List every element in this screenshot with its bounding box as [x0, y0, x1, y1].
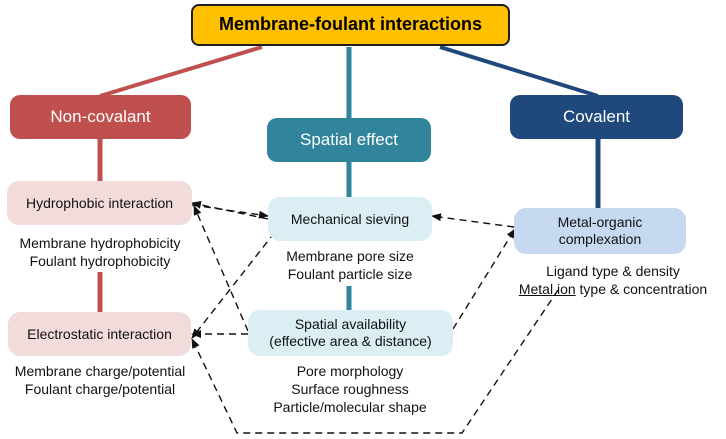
- factor-text: Membrane pore size: [286, 248, 414, 264]
- category-covalent: Covalent: [510, 95, 683, 139]
- metal-organic-complexation-box: Metal-organic complexation: [514, 208, 686, 254]
- arrow-metal-organic-to-mechanical: [431, 213, 515, 228]
- arrow-mechanical-to-electrostatic: [191, 222, 283, 339]
- factor-text-line2: Metal ion type & concentration: [500, 280, 726, 298]
- factor-text: Foulant hydrophobicity: [29, 253, 171, 269]
- factor-text: Foulant charge/potential: [24, 381, 176, 397]
- factor-text: Foulant particle size: [287, 266, 413, 282]
- metal-organic-line2: complexation: [558, 231, 642, 247]
- diagram-title: Membrane-foulant interactions: [191, 4, 510, 46]
- factor-text: Membrane hydrophobicity: [19, 235, 181, 251]
- mechanical-sieving-factors: Membrane pore size Foulant particle size: [262, 247, 438, 283]
- hydrophobic-factors: Membrane hydrophobicity Foulant hydropho…: [0, 234, 200, 270]
- electrostatic-interaction-box: Electrostatic interaction: [8, 312, 191, 356]
- electrostatic-factors: Membrane charge/potential Foulant charge…: [0, 362, 200, 398]
- category-spatial-effect: Spatial effect: [267, 118, 431, 162]
- hydrophobic-interaction-box: Hydrophobic interaction: [7, 181, 192, 225]
- arrow-hydrophobic-to-mechanical: [191, 204, 269, 219]
- factor-text: Particle/molecular shape: [273, 399, 427, 415]
- spatial-availability-line2: (effective area & distance): [269, 333, 432, 349]
- arrow-spatial-to-metal-organic: [452, 228, 516, 330]
- factor-text: Membrane charge/potential: [14, 363, 186, 379]
- factor-text-rest: type & concentration: [575, 281, 708, 297]
- metal-ion-underlined-text: Metal ion: [518, 281, 576, 297]
- connector-title-noncovalent: [99, 45, 263, 98]
- metal-organic-line1: Metal-organic: [557, 214, 643, 231]
- arrow-metal-organic-to-electrostatic: [191, 289, 559, 434]
- factor-text: Ligand type & density: [546, 263, 680, 279]
- mechanical-sieving-box: Mechanical sieving: [268, 197, 432, 241]
- spatial-availability-box: Spatial availability (effective area & d…: [248, 310, 453, 356]
- connector-title-covalent: [439, 45, 599, 98]
- spatial-availability-line1: Spatial availability: [294, 316, 407, 333]
- factor-text: Pore morphology: [296, 363, 404, 379]
- category-noncovalent: Non-covalant: [10, 95, 191, 139]
- metal-organic-factors: Ligand type & density Metal ion type & c…: [500, 262, 726, 298]
- arrow-spatial-to-hydrophobic: [193, 205, 249, 332]
- spatial-availability-factors: Pore morphology Surface roughness Partic…: [240, 362, 460, 416]
- factor-text: Surface roughness: [291, 381, 409, 397]
